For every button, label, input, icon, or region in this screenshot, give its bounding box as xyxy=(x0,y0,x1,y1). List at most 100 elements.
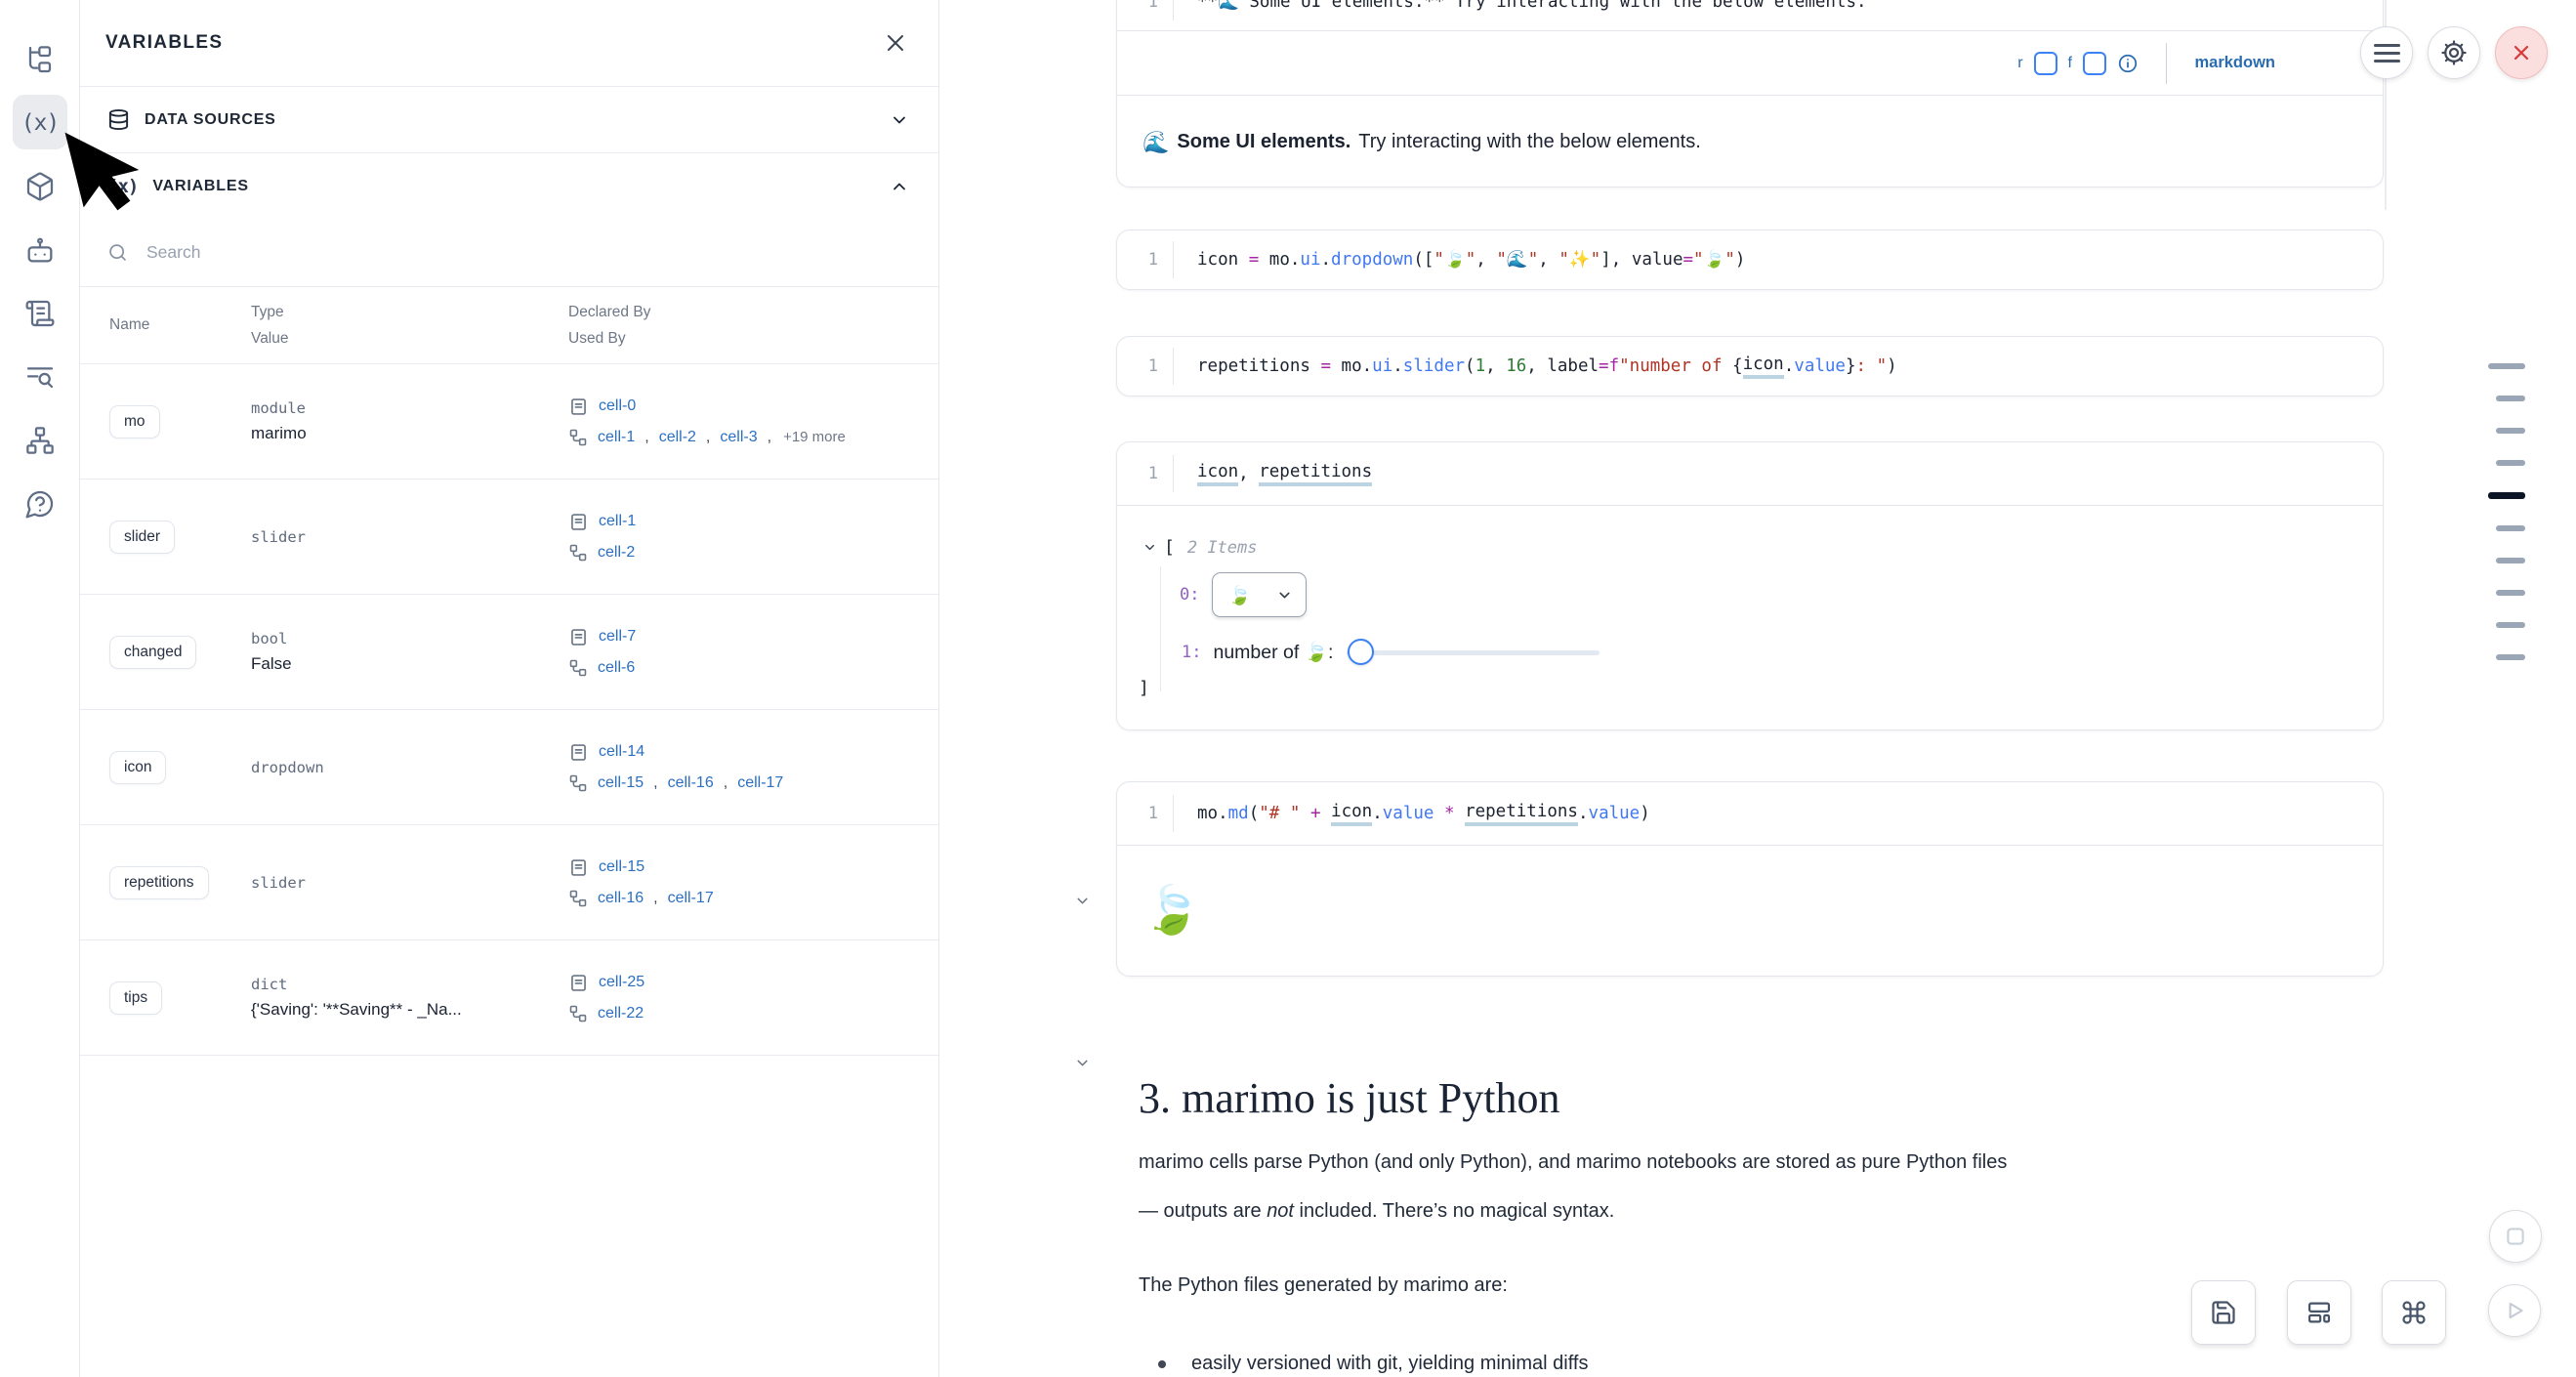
separator: , xyxy=(723,773,728,791)
variable-type: slider xyxy=(251,873,306,892)
toggle-r-checkbox[interactable] xyxy=(2033,51,2057,75)
minimap-dash[interactable] xyxy=(2496,622,2525,628)
shutdown-button[interactable] xyxy=(2495,26,2548,79)
gear-icon xyxy=(2441,40,2467,65)
minimap-dash[interactable] xyxy=(2496,558,2525,563)
shortcuts-button[interactable] xyxy=(2382,1280,2446,1345)
items-count: 2 Items xyxy=(1186,537,1258,558)
declared-by-cell-icon xyxy=(571,743,586,761)
code-cell-tuple[interactable]: 1 icon, repetitions [ 2 Items 0: 🍃 1: nu… xyxy=(1116,441,2384,730)
cell-link[interactable]: cell-1 xyxy=(598,428,636,445)
icon-dropdown-select[interactable]: 🍃 xyxy=(1212,572,1308,617)
minimap-dash[interactable] xyxy=(2496,525,2525,531)
paragraph-line: — outputs are not included. There’s no m… xyxy=(1139,1200,1615,1222)
code-cell-slider[interactable]: 1 repetitions = mo.ui.slider(1, 16, labe… xyxy=(1116,336,2384,396)
code-cell-md[interactable]: 1 mo.md("# " + icon.value * repetitions.… xyxy=(1116,781,2384,977)
slider-knob[interactable] xyxy=(1348,639,1375,665)
cell-link[interactable]: cell-6 xyxy=(598,658,636,676)
sidebar-item-dependencies[interactable] xyxy=(0,408,80,472)
save-button[interactable] xyxy=(2191,1280,2256,1345)
layout-icon xyxy=(2307,1302,2331,1323)
sidebar-item-file-tree[interactable] xyxy=(0,27,80,91)
separator: , xyxy=(644,428,649,445)
minimap-dash[interactable] xyxy=(2496,460,2525,466)
interrupt-button[interactable] xyxy=(2489,1210,2542,1263)
menu-button[interactable] xyxy=(2360,26,2413,79)
snippets-scroll-icon xyxy=(25,300,55,326)
sidebar-item-ai[interactable] xyxy=(0,218,80,281)
slider-track xyxy=(1347,650,1600,655)
code-editor[interactable]: 1 **🌊 Some UI elements.** Try interactin… xyxy=(1117,0,2383,31)
cell-footer: r f markdown xyxy=(1117,31,2383,96)
used-by-line: cell-6 xyxy=(568,658,938,678)
minimap-dash[interactable] xyxy=(2496,654,2525,660)
chevron-down-icon xyxy=(893,116,905,123)
minimap-dash[interactable] xyxy=(2496,590,2525,596)
cell-link[interactable]: cell-16 xyxy=(667,773,714,791)
sidebar-item-help[interactable] xyxy=(0,472,80,535)
variables-panel: VARIABLES DATA SOURCES (x) VARIABLES Nam… xyxy=(80,0,939,1377)
minimap-dash[interactable] xyxy=(2488,363,2525,369)
variable-name-badge[interactable]: tips xyxy=(109,981,163,1015)
code-editor[interactable]: 1 mo.md("# " + icon.value * repetitions.… xyxy=(1117,782,2383,846)
search-input[interactable] xyxy=(145,241,911,264)
cell-link[interactable]: cell-17 xyxy=(737,773,784,791)
tuple-output-tree: [ 2 Items 0: 🍃 1: number of 🍃: ] xyxy=(1117,506,2383,730)
cell-link[interactable]: cell-2 xyxy=(598,543,636,561)
toggle-f-checkbox[interactable] xyxy=(2082,51,2106,75)
close-icon xyxy=(888,35,903,51)
chevron-down-icon xyxy=(1279,592,1291,598)
panel-close-button[interactable] xyxy=(880,27,911,59)
variable-value: {'Saving': '**Saving** - _Na... xyxy=(251,1000,462,1019)
minimap-dash[interactable] xyxy=(2496,428,2525,434)
cell-link[interactable]: cell-7 xyxy=(599,628,637,645)
cell-link[interactable]: cell-15 xyxy=(599,858,645,875)
minimap-dash[interactable] xyxy=(2496,396,2525,401)
tree-collapse-chevron-icon[interactable] xyxy=(1143,540,1157,555)
cell-minimap[interactable] xyxy=(2488,363,2525,687)
code-cell-dropdown[interactable]: 1 icon = mo.ui.dropdown(["🍃", "🌊", "✨"],… xyxy=(1116,230,2384,290)
cell-link[interactable]: cell-22 xyxy=(598,1004,644,1022)
variable-name-badge[interactable]: repetitions xyxy=(109,865,209,899)
cell-link[interactable]: cell-1 xyxy=(599,513,637,529)
code-editor[interactable]: 1 icon, repetitions xyxy=(1117,442,2383,506)
minimap-dash[interactable] xyxy=(2488,492,2525,499)
variable-type: dropdown xyxy=(251,758,324,776)
cell-language-badge[interactable]: markdown xyxy=(2194,54,2275,71)
sidebar-item-logs[interactable] xyxy=(0,345,80,408)
variable-name-badge[interactable]: changed xyxy=(109,635,197,669)
cell-link[interactable]: cell-2 xyxy=(658,428,696,445)
cell-link[interactable]: cell-17 xyxy=(667,889,714,906)
cell-link[interactable]: cell-25 xyxy=(599,974,645,990)
cell-link[interactable]: cell-16 xyxy=(598,889,644,906)
run-all-button[interactable] xyxy=(2488,1284,2541,1337)
markdown-cell-top[interactable]: 1 **🌊 Some UI elements.** Try interactin… xyxy=(1116,0,2384,188)
output-collapse-chevron-icon[interactable] xyxy=(1074,893,1091,909)
more-cells: +19 more xyxy=(783,429,846,445)
variable-name-badge[interactable]: icon xyxy=(109,750,167,784)
cell-link[interactable]: cell-0 xyxy=(599,397,637,414)
layout-button[interactable] xyxy=(2287,1280,2351,1345)
section-collapse-chevron-icon[interactable] xyxy=(1074,1055,1091,1071)
section-data-sources[interactable]: DATA SOURCES xyxy=(80,87,938,153)
open-bracket: [ xyxy=(1164,537,1175,558)
variable-name-badge[interactable]: slider xyxy=(109,520,176,554)
section-variables[interactable]: (x) VARIABLES xyxy=(80,153,938,219)
cell-link[interactable]: cell-3 xyxy=(720,428,758,445)
cell-link[interactable]: cell-14 xyxy=(599,743,645,760)
info-icon[interactable] xyxy=(2117,53,2139,74)
variable-value: False xyxy=(251,654,292,673)
cell-link[interactable]: cell-15 xyxy=(598,773,644,791)
mouse-cursor xyxy=(64,132,140,211)
sidebar-item-packages[interactable] xyxy=(0,154,80,218)
close-bracket: ] xyxy=(1139,678,1149,698)
repetitions-slider[interactable] xyxy=(1347,639,1600,666)
variable-name-badge[interactable]: mo xyxy=(109,404,160,438)
sidebar-item-snippets[interactable] xyxy=(0,281,80,345)
sidebar-item-variables[interactable]: (x) xyxy=(0,91,80,154)
settings-button[interactable] xyxy=(2428,26,2480,79)
